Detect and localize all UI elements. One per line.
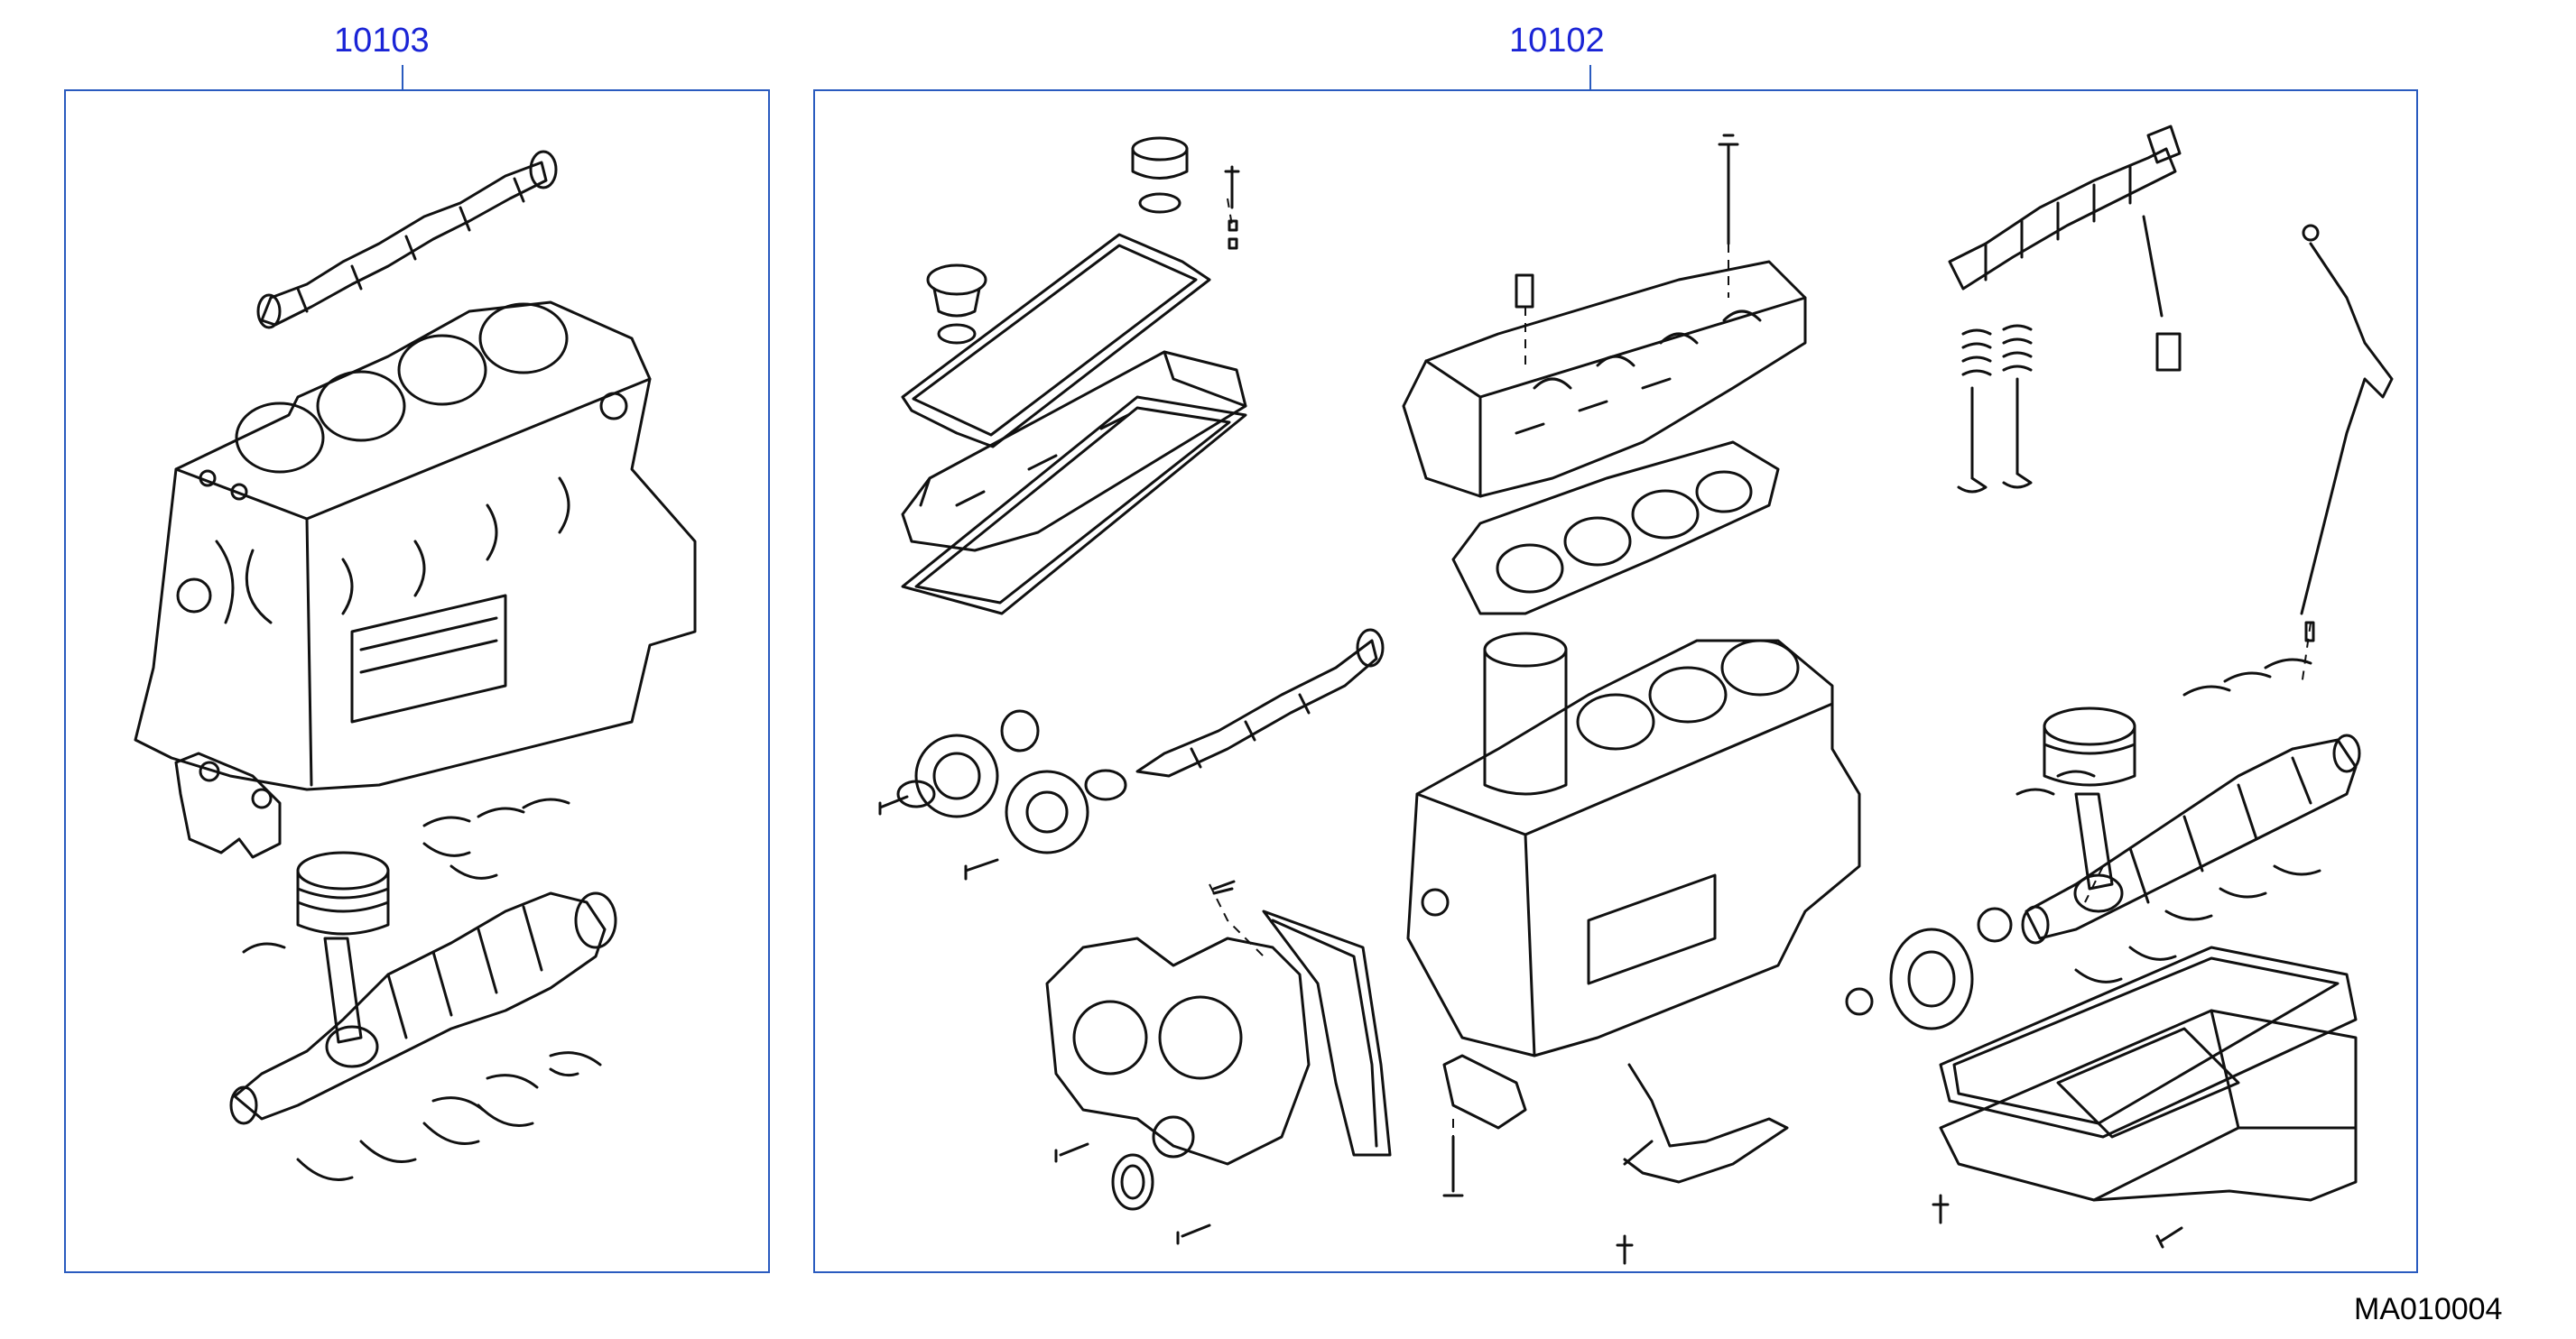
drain-plug-icon[interactable] (1932, 1194, 2183, 1249)
bolt-icon[interactable] (1224, 165, 1240, 250)
rocker-cover-icon[interactable] (901, 350, 1247, 552)
panel-frame-10103 (64, 89, 770, 1273)
cam-sprocket-icon[interactable] (914, 734, 999, 818)
front-cover-icon[interactable] (1045, 937, 1311, 1166)
diagram-code: MA010004 (2354, 1292, 2503, 1326)
front-cover-gasket-icon[interactable] (1262, 910, 1392, 1157)
valves-icon[interactable] (1957, 377, 2033, 494)
piston-icon[interactable] (296, 851, 390, 936)
breather-cap-icon[interactable] (926, 263, 987, 345)
oil-seal-icon[interactable] (1111, 1153, 1154, 1211)
valve-springs-icon[interactable] (1961, 324, 2033, 376)
thrust-plate-icon[interactable] (896, 780, 936, 808)
oil-strainer-icon[interactable] (1616, 1063, 1789, 1265)
callout-10103[interactable]: 10103 (334, 22, 430, 60)
dipstick-icon[interactable] (2300, 224, 2394, 642)
panel-frame-10102 (813, 89, 2418, 1273)
connecting-rod-right-icon[interactable] (2073, 792, 2124, 913)
bearing-shells-icon[interactable] (242, 798, 602, 1181)
head-bolt-icon[interactable] (1718, 134, 1739, 245)
injection-pump-gear-icon[interactable] (1084, 769, 1127, 801)
dowel-pin-icon[interactable] (1515, 273, 1534, 309)
oil-pan-gasket-icon[interactable] (1939, 946, 2358, 1139)
pulley-nut-icon[interactable] (1845, 987, 1874, 1016)
bolt-small-icon[interactable] (878, 795, 1236, 891)
head-gasket-icon[interactable] (1451, 440, 1780, 615)
bushing-icon[interactable] (1000, 709, 1040, 753)
callout-10102[interactable]: 10102 (1509, 22, 1605, 60)
crank-sprocket-icon[interactable] (1977, 907, 2013, 943)
cylinder-block-icon[interactable] (134, 300, 697, 791)
crank-pulley-icon[interactable] (1889, 928, 1974, 1030)
push-rod-icon[interactable] (2142, 215, 2182, 372)
cylinder-sleeve-icon[interactable] (1483, 632, 1568, 796)
idler-gear-icon[interactable] (1005, 770, 1089, 854)
rocker-cover-lower-gasket-icon[interactable] (901, 395, 1247, 615)
oil-pan-icon[interactable] (1939, 1009, 2358, 1202)
camshaft-icon[interactable] (256, 150, 558, 329)
cover-bolt-icon[interactable] (1054, 887, 1234, 1245)
connecting-rod-icon[interactable] (323, 937, 379, 1068)
camshaft-right-icon[interactable] (1135, 628, 1385, 778)
rocker-cover-gasket-icon[interactable] (901, 233, 1211, 448)
main-bearing-cap-right-icon[interactable] (1442, 1054, 1527, 1197)
crankshaft-icon[interactable] (229, 891, 617, 1125)
cylinder-block-right-icon[interactable] (1406, 639, 1861, 1057)
cylinder-head-icon[interactable] (1402, 260, 1807, 498)
bearing-shells-right-icon[interactable] (2015, 658, 2321, 983)
rocker-shaft-assembly-icon[interactable] (1948, 125, 2182, 291)
main-bearing-cap-icon[interactable] (174, 752, 282, 859)
crankshaft-right-icon[interactable] (2021, 734, 2361, 945)
oil-filler-cap-icon[interactable] (1131, 136, 1189, 214)
piston-right-icon[interactable] (2043, 706, 2136, 787)
